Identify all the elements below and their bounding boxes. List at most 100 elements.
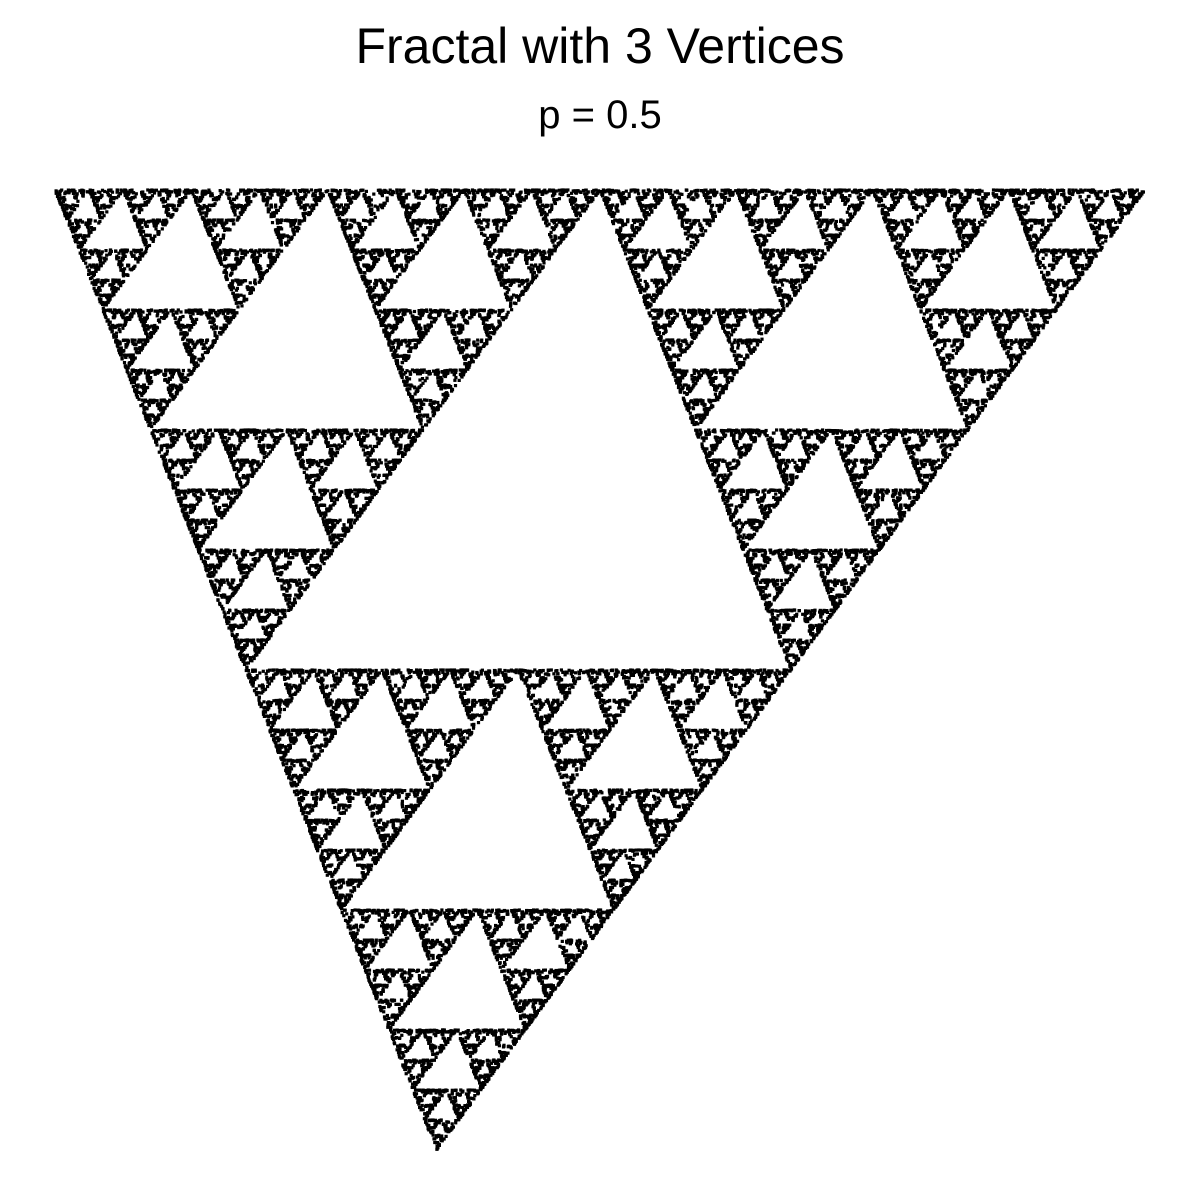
data-point: [292, 601, 296, 605]
chart-subtitle: p = 0.5: [0, 88, 1200, 142]
data-point: [708, 466, 713, 470]
data-point: [564, 785, 568, 789]
data-point: [962, 202, 966, 206]
data-point: [292, 764, 296, 768]
data-point: [696, 219, 701, 223]
data-point: [872, 428, 876, 432]
data-point: [361, 874, 365, 878]
data-point: [82, 258, 86, 262]
data-point: [740, 196, 744, 201]
data-point: [685, 728, 689, 732]
data-point: [858, 193, 862, 197]
data-point: [1028, 241, 1032, 245]
data-point: [645, 248, 649, 252]
data-point: [423, 324, 427, 328]
data-point: [597, 864, 601, 868]
data-point: [501, 941, 506, 945]
data-point: [547, 728, 551, 732]
data-point: [416, 227, 420, 231]
data-point: [215, 314, 219, 318]
data-point: [391, 910, 395, 914]
data-point: [97, 265, 101, 269]
data-point: [330, 874, 334, 878]
data-point: [143, 243, 147, 247]
data-point: [595, 819, 600, 823]
data-point: [1036, 309, 1040, 313]
data-point: [392, 355, 396, 359]
data-point: [389, 933, 393, 937]
data-point: [773, 192, 777, 196]
data-point: [615, 228, 619, 232]
data-point: [373, 791, 377, 795]
data-point: [673, 819, 677, 823]
data-point: [509, 987, 514, 991]
data-point: [660, 668, 664, 672]
data-point: [359, 229, 363, 233]
data-point: [471, 726, 476, 730]
data-point: [441, 400, 445, 404]
data-point: [932, 191, 936, 195]
data-point: [343, 895, 348, 899]
data-point: [240, 625, 244, 629]
data-point: [1047, 224, 1051, 228]
data-point: [115, 190, 119, 194]
data-point: [475, 713, 480, 717]
data-point: [680, 220, 684, 224]
data-point: [321, 517, 325, 521]
data-point: [128, 201, 132, 205]
data-point: [751, 188, 755, 192]
data-point: [675, 189, 679, 193]
data-point: [548, 704, 552, 708]
data-point: [947, 361, 951, 365]
data-point: [288, 746, 292, 750]
data-point: [572, 196, 576, 200]
data-point: [464, 1092, 468, 1096]
data-point: [802, 551, 806, 555]
data-point: [289, 191, 293, 196]
data-point: [398, 819, 402, 823]
data-point: [997, 317, 1001, 321]
data-point: [428, 219, 432, 223]
data-point: [569, 777, 573, 781]
data-point: [292, 741, 296, 745]
data-point: [1045, 189, 1049, 193]
data-point: [709, 459, 713, 463]
data-point: [785, 439, 789, 443]
data-point: [348, 673, 352, 677]
data-point: [748, 338, 752, 342]
data-point: [939, 464, 943, 468]
data-point: [188, 460, 192, 464]
data-point: [417, 976, 422, 981]
data-point: [831, 587, 835, 591]
data-point: [272, 566, 276, 570]
data-point: [219, 578, 223, 582]
data-point: [737, 193, 741, 197]
data-point: [581, 909, 585, 913]
data-point: [363, 219, 367, 223]
data-point: [227, 432, 231, 436]
data-point: [629, 189, 633, 193]
data-point: [1055, 212, 1060, 216]
data-point: [854, 481, 858, 485]
data-point: [188, 510, 192, 515]
data-point: [971, 226, 975, 230]
data-point: [131, 385, 135, 389]
data-point: [239, 248, 243, 252]
data-point: [939, 272, 943, 276]
data-point: [634, 218, 638, 222]
data-point: [246, 549, 250, 554]
data-point: [777, 452, 781, 456]
data-point: [1039, 191, 1043, 195]
data-point: [377, 949, 381, 953]
data-point: [560, 927, 564, 931]
data-point: [442, 952, 446, 956]
data-point: [760, 596, 764, 600]
data-point: [640, 207, 644, 211]
data-point: [709, 382, 713, 386]
data-point: [347, 198, 351, 202]
data-point: [155, 218, 159, 222]
data-point: [246, 477, 250, 481]
data-point: [895, 241, 899, 245]
data-point: [235, 642, 240, 646]
data-point: [373, 976, 377, 980]
